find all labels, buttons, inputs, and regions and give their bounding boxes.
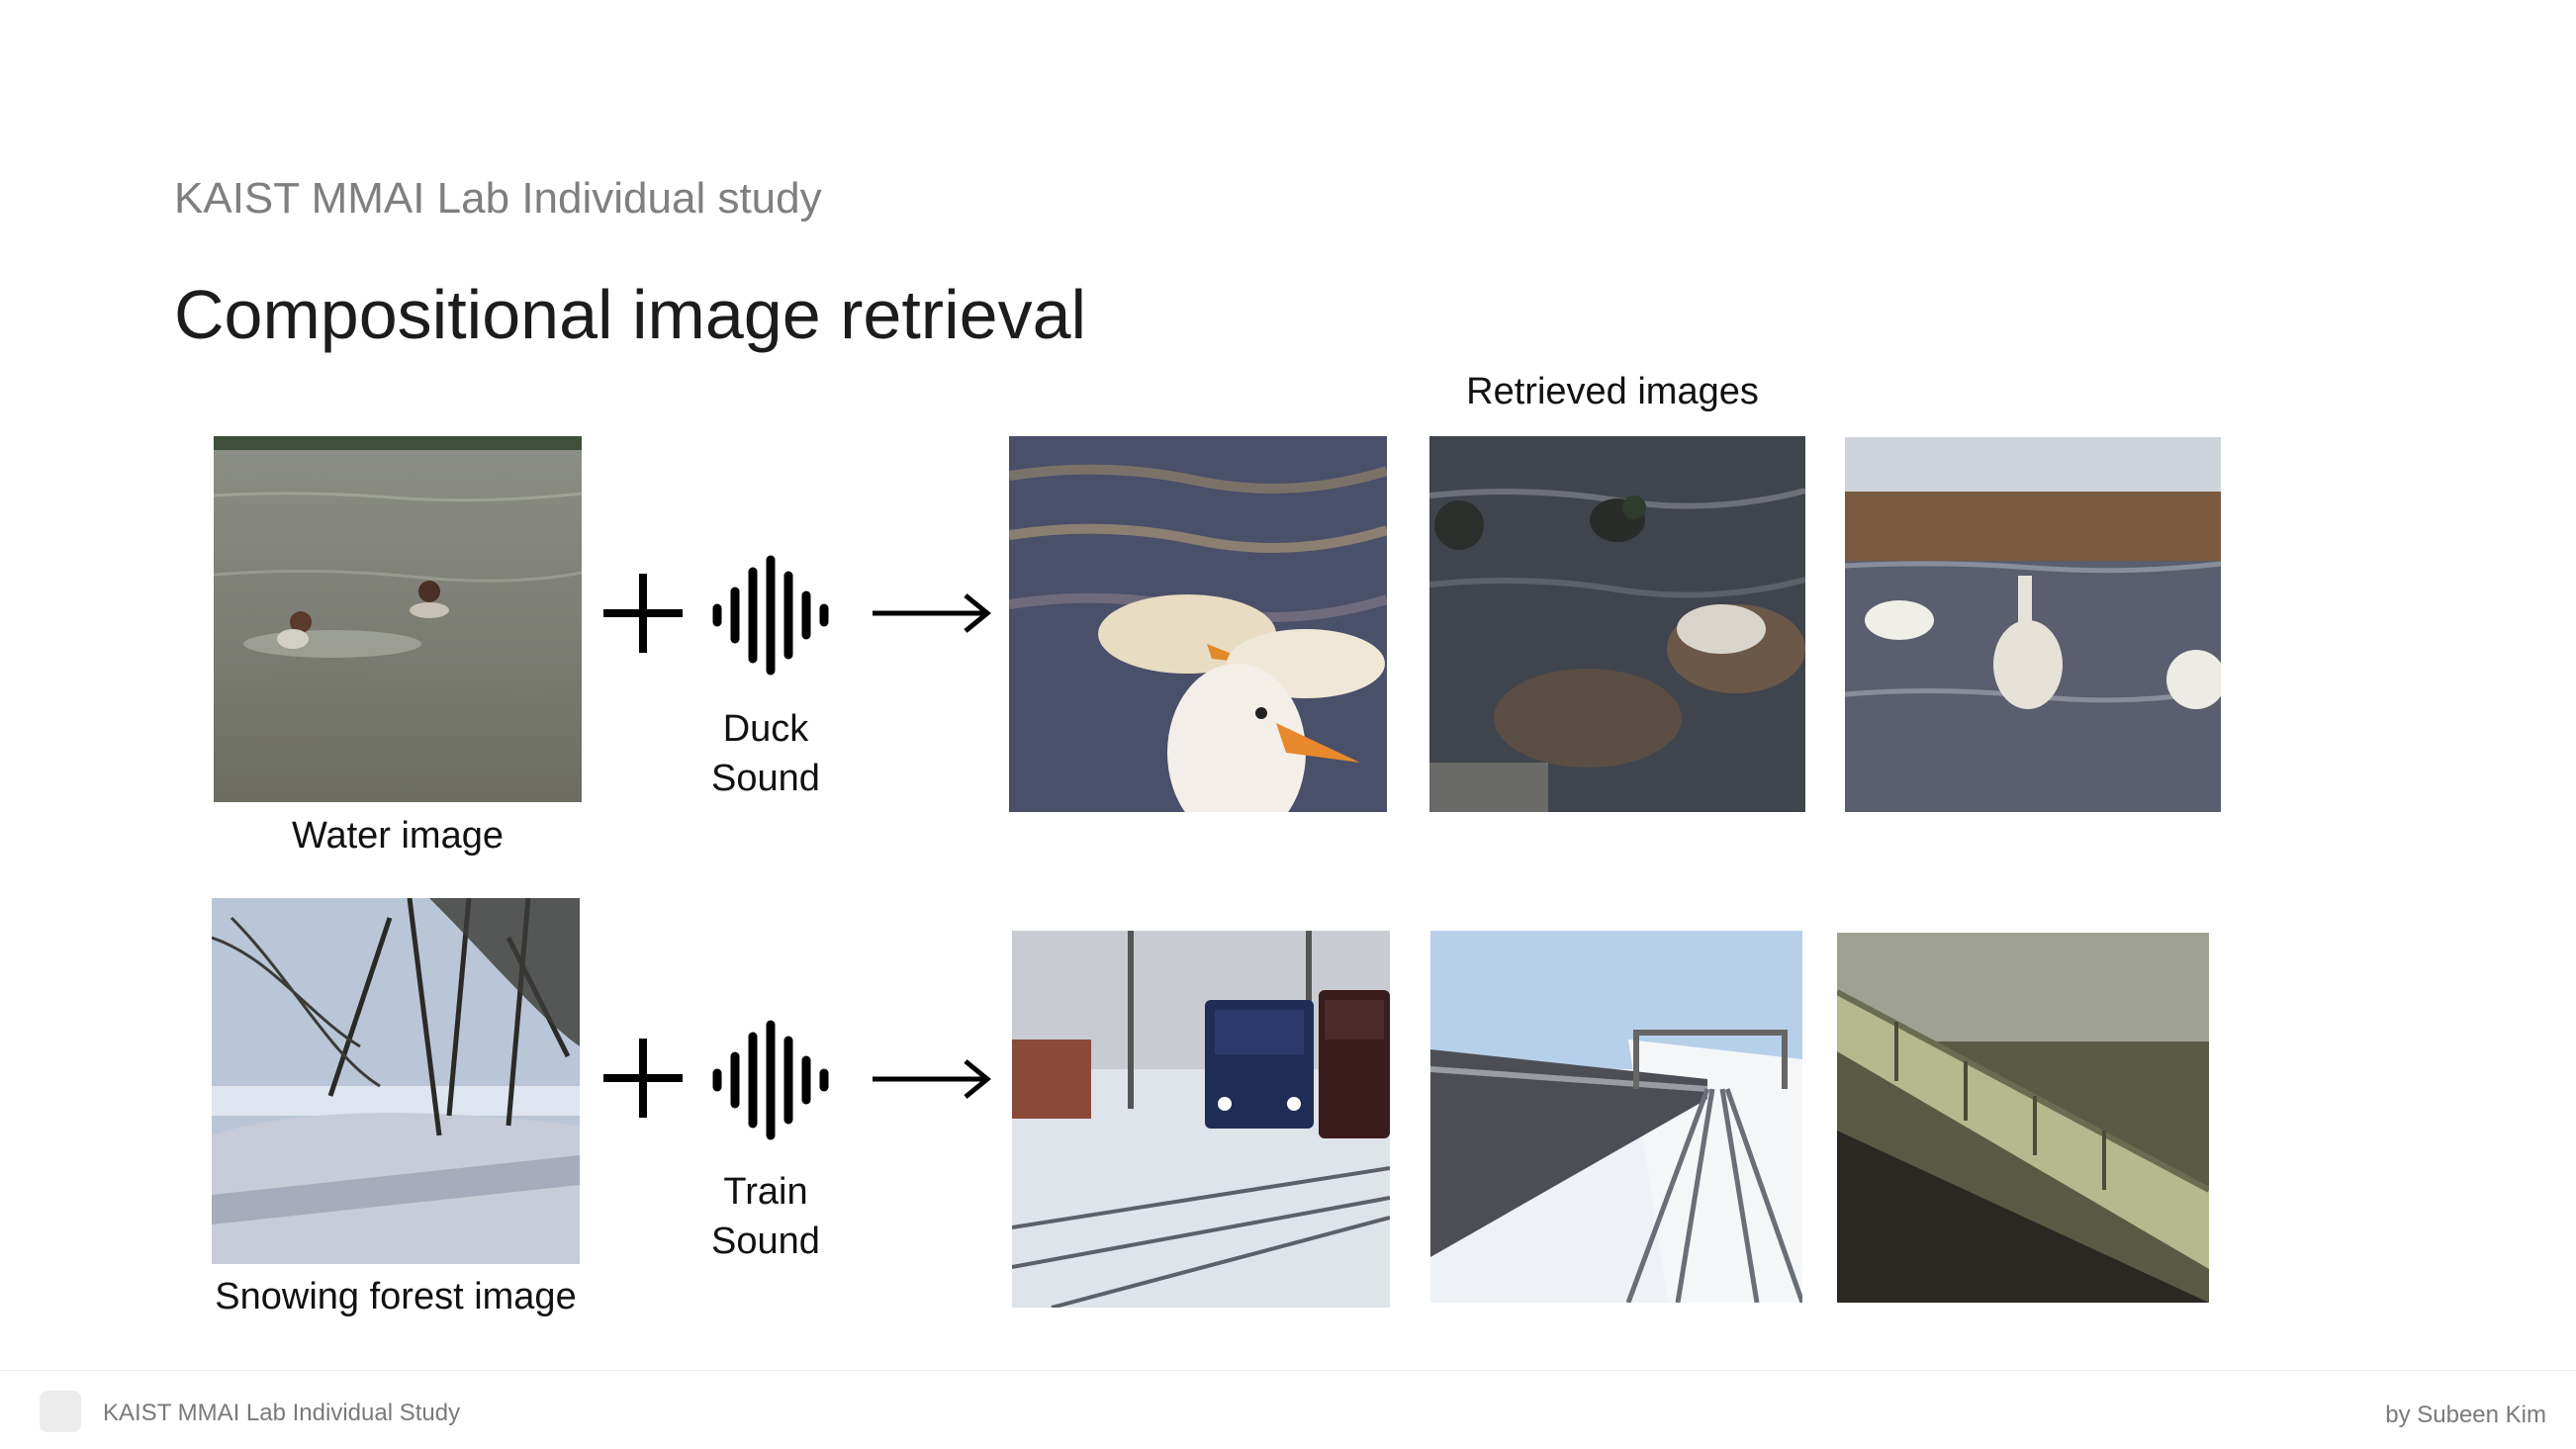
retrieved-image-train-3 bbox=[1837, 933, 2209, 1303]
snowing-forest-query-image bbox=[212, 898, 580, 1264]
slide-title: Compositional image retrieval bbox=[174, 276, 1087, 353]
sound-label-line1: Duck bbox=[722, 708, 809, 750]
lab-logo bbox=[40, 1391, 81, 1432]
footer-author: by Subeen Kim bbox=[2385, 1402, 2546, 1428]
footer-left-text: KAIST MMAI Lab Individual Study bbox=[103, 1400, 461, 1426]
sound-label-line2: Sound bbox=[711, 1221, 820, 1262]
deck-subtitle: KAIST MMAI Lab Individual study bbox=[174, 174, 822, 223]
retrieved-image-duck-1 bbox=[1009, 436, 1387, 812]
sound-label-train: Train Sound bbox=[677, 1167, 855, 1266]
arrow-right-icon bbox=[869, 1057, 993, 1101]
plus-icon bbox=[599, 570, 687, 657]
plus-icon bbox=[599, 1035, 687, 1122]
retrieved-image-duck-2 bbox=[1429, 436, 1805, 812]
arrow-right-icon bbox=[869, 591, 993, 635]
retrieved-image-train-1 bbox=[1012, 931, 1390, 1308]
sound-wave-icon bbox=[707, 1019, 836, 1141]
retrieved-images-label: Retrieved images bbox=[1466, 371, 1759, 412]
retrieved-image-train-2 bbox=[1430, 931, 1802, 1303]
footer-bar bbox=[0, 1370, 2576, 1449]
retrieved-image-duck-3 bbox=[1845, 437, 2221, 812]
sound-label-duck: Duck Sound bbox=[677, 704, 855, 803]
water-query-image bbox=[214, 436, 582, 802]
query-caption-water: Water image bbox=[292, 815, 504, 857]
sound-label-line2: Sound bbox=[711, 758, 820, 799]
query-caption-snowing-forest: Snowing forest image bbox=[215, 1276, 577, 1317]
sound-label-line1: Train bbox=[723, 1171, 808, 1213]
sound-wave-icon bbox=[707, 554, 836, 677]
